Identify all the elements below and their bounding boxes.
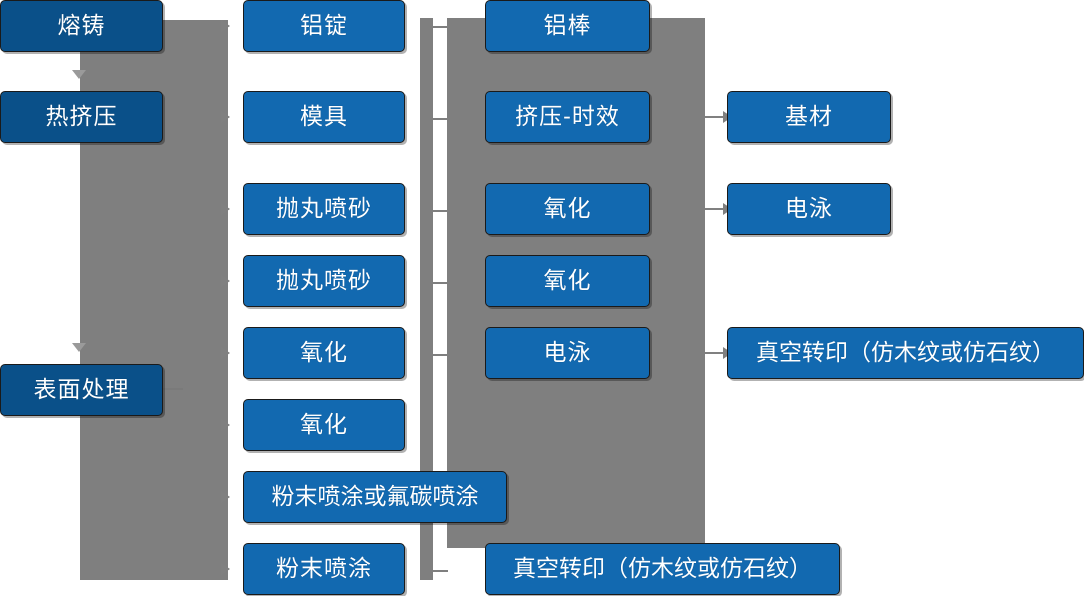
band-stage-right xyxy=(165,20,228,580)
tr-electrophoresis[interactable]: 电泳 xyxy=(485,327,650,379)
stage-extrusion-label: 热挤压 xyxy=(45,103,118,130)
stage-surface[interactable]: 表面处理 xyxy=(0,364,163,416)
out-vacuum-transfer[interactable]: 真空转印（仿木纹或仿石纹） xyxy=(727,327,1084,379)
op-powder[interactable]: 粉末喷涂 xyxy=(243,543,405,595)
tr-vacuum-transfer-label: 真空转印（仿木纹或仿石纹） xyxy=(513,555,812,582)
arrow-op-powder-fluoro-icon xyxy=(221,491,230,503)
arrow-op-die-icon xyxy=(221,111,230,123)
out-electrophoresis-label: 电泳 xyxy=(785,195,833,222)
tr-oxidation-1[interactable]: 氧化 xyxy=(485,183,650,235)
tick-2 xyxy=(433,118,448,120)
arrow-out-electrophoresis-line xyxy=(705,208,725,210)
arrow-op-powder-icon xyxy=(221,563,230,575)
op-ingot-label: 铝锭 xyxy=(300,12,348,39)
tick-1 xyxy=(433,26,448,28)
tick-5 xyxy=(433,354,448,356)
stage-melting-label: 熔铸 xyxy=(57,12,106,39)
op-die-label: 模具 xyxy=(300,103,348,130)
tr-oxidation-2[interactable]: 氧化 xyxy=(485,255,650,307)
out-substrate[interactable]: 基材 xyxy=(727,91,891,143)
tr-vacuum-transfer[interactable]: 真空转印（仿木纹或仿石纹） xyxy=(485,543,840,595)
op-oxidation-2[interactable]: 氧化 xyxy=(243,399,405,451)
out-electrophoresis[interactable]: 电泳 xyxy=(727,183,891,235)
op-powder-fluoro-label: 粉末喷涂或氟碳喷涂 xyxy=(271,483,479,510)
op-powder-label: 粉末喷涂 xyxy=(276,555,372,582)
arrow-out-substrate-line xyxy=(705,116,725,118)
out-vacuum-transfer-label: 真空转印（仿木纹或仿石纹） xyxy=(756,339,1055,366)
op-shotblast-2[interactable]: 抛丸喷砂 xyxy=(243,255,405,307)
tr-extrude-age[interactable]: 挤压-时效 xyxy=(485,91,650,143)
stage-extrusion[interactable]: 热挤压 xyxy=(0,91,163,143)
stage-surface-label: 表面处理 xyxy=(33,376,130,403)
down-mark-to-surface xyxy=(72,343,86,352)
arrow-op-oxidation-1-icon xyxy=(221,347,230,359)
arrow-op-ingot-icon xyxy=(221,20,230,32)
op-die[interactable]: 模具 xyxy=(243,91,405,143)
tick-3 xyxy=(433,210,448,212)
arrow-op-shotblast-2-icon xyxy=(221,275,230,287)
op-powder-fluoro[interactable]: 粉末喷涂或氟碳喷涂 xyxy=(243,471,507,523)
arrow-op-oxidation-2-icon xyxy=(221,419,230,431)
tr-bar-label: 铝棒 xyxy=(543,12,592,39)
tr-oxidation-1-label: 氧化 xyxy=(543,195,592,222)
arrow-op-shotblast-1-icon xyxy=(221,203,230,215)
arrow-out-vacuum-line xyxy=(705,352,725,354)
tr-oxidation-2-label: 氧化 xyxy=(543,267,592,294)
op-oxidation-1-label: 氧化 xyxy=(300,339,348,366)
op-shotblast-1-label: 抛丸喷砂 xyxy=(276,195,372,222)
band-mid-narrow xyxy=(420,18,433,580)
op-oxidation-2-label: 氧化 xyxy=(300,411,348,438)
stub-surface-out xyxy=(163,388,183,390)
down-mark-to-extrusion xyxy=(72,70,86,79)
op-ingot[interactable]: 铝锭 xyxy=(243,0,405,52)
tick-4 xyxy=(433,282,448,284)
stage-melting[interactable]: 熔铸 xyxy=(0,0,163,52)
tr-electrophoresis-label: 电泳 xyxy=(543,339,592,366)
op-shotblast-1[interactable]: 抛丸喷砂 xyxy=(243,183,405,235)
out-substrate-label: 基材 xyxy=(785,103,833,130)
tr-extrude-age-label: 挤压-时效 xyxy=(515,103,620,130)
op-shotblast-2-label: 抛丸喷砂 xyxy=(276,267,372,294)
tr-bar[interactable]: 铝棒 xyxy=(485,0,650,52)
op-oxidation-1[interactable]: 氧化 xyxy=(243,327,405,379)
tick-6 xyxy=(433,570,448,572)
